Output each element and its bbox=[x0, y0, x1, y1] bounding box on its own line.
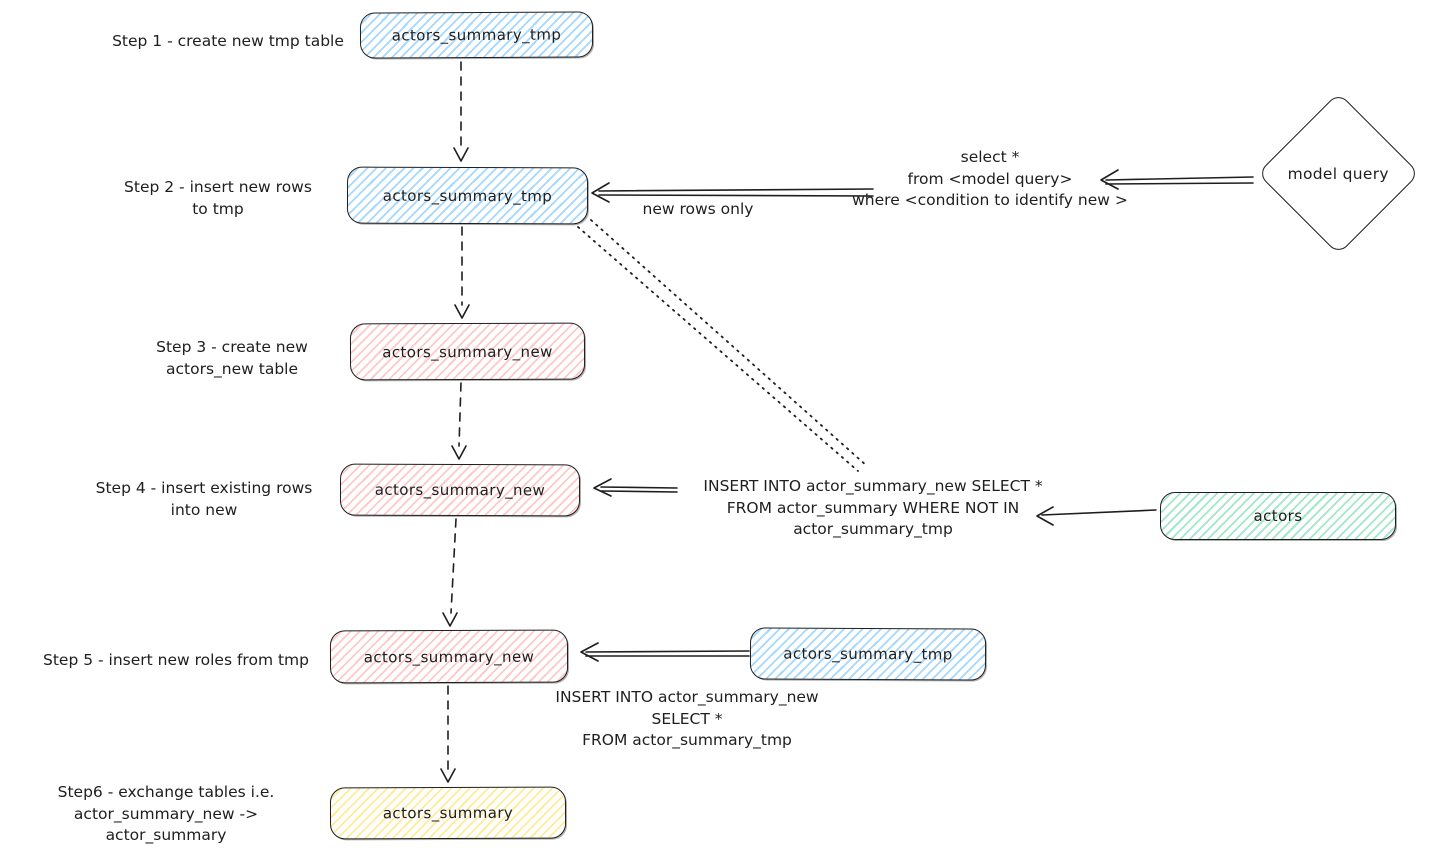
step3-label: Step 3 - create new actors_new table bbox=[156, 338, 308, 378]
model-query-node: model query bbox=[1257, 92, 1420, 255]
step5-label: Step 5 - insert new roles from tmp bbox=[43, 651, 309, 669]
step2-label: Step 2 - insert new rows to tmp bbox=[124, 178, 312, 218]
dotted-link-step2-to-insert-existing bbox=[577, 219, 868, 472]
arrow-step3-to-step4 bbox=[451, 382, 467, 460]
insert-existing-annotation: INSERT INTO actor_summary_new SELECT * F… bbox=[703, 477, 1043, 539]
step2-node: actors_summary_tmp bbox=[346, 166, 589, 225]
step4-node: actors_summary_new bbox=[339, 463, 581, 517]
step1-label: Step 1 - create new tmp table bbox=[112, 32, 344, 50]
step3-node: actors_summary_new bbox=[349, 322, 586, 381]
step6-node: actors_summary bbox=[329, 786, 567, 840]
step5-node: actors_summary_new bbox=[329, 629, 569, 684]
arrow-step2-to-step3 bbox=[454, 226, 470, 319]
step6-label: Step6 - exchange tables i.e. actor_summa… bbox=[57, 783, 275, 845]
arrow-step5-to-step6 bbox=[440, 685, 456, 783]
step4-label: Step 4 - insert existing rows into new bbox=[95, 479, 313, 519]
model-query-label: model query bbox=[1287, 164, 1390, 183]
actors-node: actors bbox=[1160, 492, 1396, 540]
arrow-insert-existing-to-step4 bbox=[593, 478, 678, 497]
arrow-tmp-to-step5 bbox=[580, 642, 750, 662]
new-rows-only-annotation: new rows only bbox=[642, 200, 754, 218]
arrow-step4-to-step5 bbox=[442, 518, 458, 627]
step5-source-node: actors_summary_tmp bbox=[749, 627, 987, 681]
step1-node: actors_summary_tmp bbox=[359, 11, 594, 59]
arrow-step1-to-step2 bbox=[453, 61, 469, 162]
insert-new-annotation: INSERT INTO actor_summary_new SELECT * F… bbox=[555, 688, 819, 750]
select-query-annotation: select * from <model query> where <condi… bbox=[852, 148, 1128, 210]
